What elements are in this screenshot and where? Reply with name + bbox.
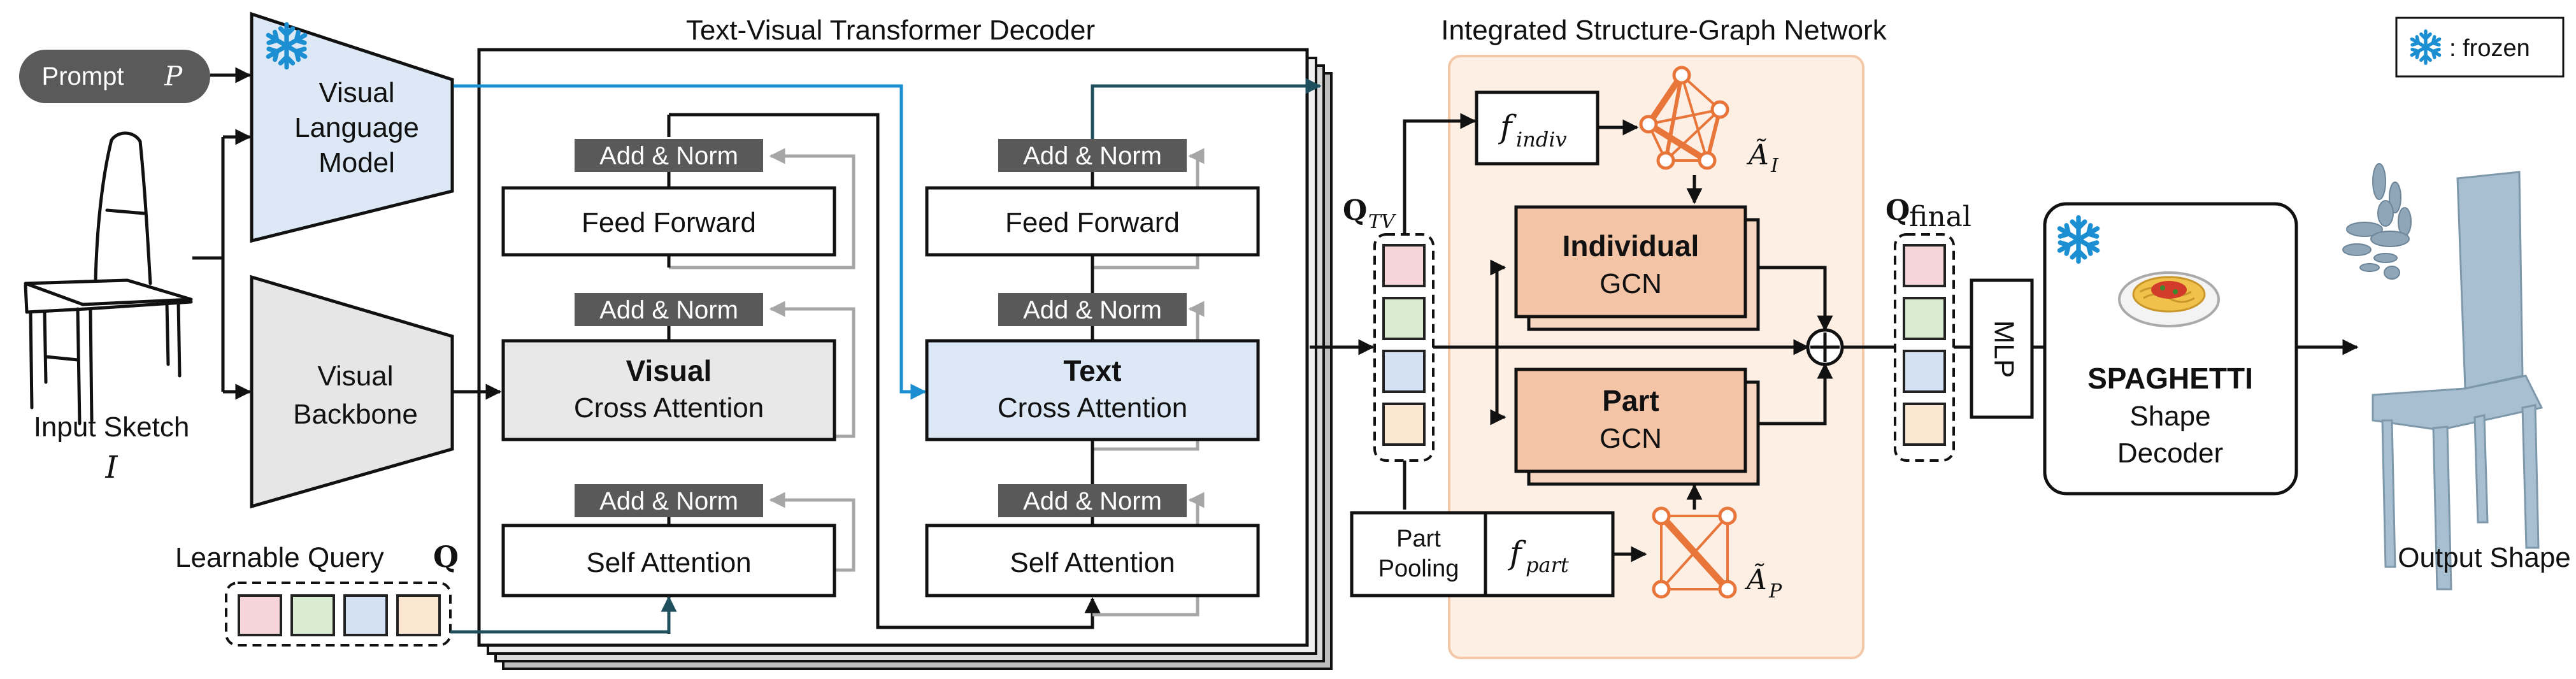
svg-text:Shape: Shape bbox=[2129, 401, 2210, 432]
svg-text:Cross Attention: Cross Attention bbox=[574, 392, 764, 424]
part-graph bbox=[1652, 506, 1737, 599]
svg-text:Model: Model bbox=[318, 147, 395, 178]
prompt-label: Prompt bbox=[42, 62, 124, 90]
add-norm-visual-1 bbox=[575, 484, 763, 517]
f-part-box: f part bbox=[1484, 511, 1615, 597]
output-label: Output Shape bbox=[2398, 542, 2571, 573]
f-indiv-box: f indiv bbox=[1475, 90, 1599, 166]
self-attention-visual bbox=[501, 524, 836, 597]
a-part: Ã bbox=[1744, 562, 1767, 596]
spaghetti-decoder: SPAGHETTI Shape Decoder bbox=[2043, 202, 2298, 496]
svg-text:Add & Norm: Add & Norm bbox=[599, 487, 738, 515]
individual-gcn: Individual GCN bbox=[1514, 205, 1760, 331]
svg-text:Visual: Visual bbox=[317, 361, 393, 392]
svg-text:Feed Forward: Feed Forward bbox=[582, 207, 756, 238]
svg-text:Cross Attention: Cross Attention bbox=[998, 392, 1187, 424]
learnable-query-symbol: Q bbox=[433, 540, 459, 574]
q-tv-sub: TV bbox=[1368, 211, 1397, 233]
feed-forward-visual bbox=[501, 186, 836, 257]
learnable-query-tokens bbox=[225, 582, 452, 647]
prompt-var: P bbox=[164, 61, 183, 92]
visual-decoder-column: Self Attention Add & Norm Visual Cross A… bbox=[501, 115, 855, 634]
mlp-box: MLP bbox=[1970, 278, 2034, 419]
svg-text:Pooling: Pooling bbox=[1378, 555, 1459, 582]
input-symbol: I bbox=[105, 450, 118, 485]
text-cross-attention bbox=[925, 339, 1260, 441]
add-norm-text-2 bbox=[998, 293, 1187, 326]
svg-text:Language: Language bbox=[294, 112, 419, 143]
q-tv-symbol: Q bbox=[1343, 194, 1367, 227]
svg-text:Add & Norm: Add & Norm bbox=[1023, 296, 1162, 324]
svg-text:MLP: MLP bbox=[1988, 320, 2019, 378]
svg-text:indiv: indiv bbox=[1516, 127, 1567, 152]
svg-text:SPAGHETTI: SPAGHETTI bbox=[2087, 362, 2253, 395]
feed-forward-text bbox=[925, 186, 1260, 257]
svg-text:Visual: Visual bbox=[318, 77, 394, 108]
svg-text:Text: Text bbox=[1063, 354, 1121, 387]
q-final-sub: final bbox=[1909, 201, 1971, 233]
visual-language-model: Visual Language Model bbox=[250, 11, 454, 243]
q-final-symbol: Q bbox=[1885, 194, 1910, 227]
part-gcn: Part GCN bbox=[1514, 368, 1760, 486]
add-norm-text-3 bbox=[998, 139, 1187, 172]
legend-label: : frozen bbox=[2449, 35, 2530, 62]
part-pooling-box: Part Pooling bbox=[1350, 511, 1487, 597]
input-title: Input Sketch bbox=[34, 411, 190, 443]
svg-text:Add & Norm: Add & Norm bbox=[599, 296, 738, 324]
svg-text:Part: Part bbox=[1602, 384, 1659, 417]
spaghetti-icon bbox=[2118, 271, 2220, 327]
svg-text:Feed Forward: Feed Forward bbox=[1005, 207, 1180, 238]
svg-text:Self Attention: Self Attention bbox=[1010, 547, 1175, 578]
decoder-title: Text-Visual Transformer Decoder bbox=[686, 15, 1095, 46]
self-attention-text bbox=[925, 524, 1260, 597]
a-indiv-sub: I bbox=[1770, 155, 1779, 177]
svg-text:Backbone: Backbone bbox=[293, 399, 418, 430]
add-norm-text-1 bbox=[998, 484, 1187, 517]
q-final-tokens bbox=[1894, 233, 1955, 462]
add-norm-visual-3 bbox=[575, 139, 763, 172]
chair-sketch bbox=[24, 131, 193, 425]
learnable-query-label: Learnable Query bbox=[175, 542, 384, 573]
svg-text:Visual: Visual bbox=[626, 354, 712, 387]
a-part-sub: P bbox=[1768, 580, 1782, 603]
svg-text:part: part bbox=[1526, 553, 1569, 577]
svg-text:GCN: GCN bbox=[1599, 268, 1662, 299]
visual-backbone: Visual Backbone bbox=[250, 275, 454, 509]
svg-text:Add & Norm: Add & Norm bbox=[1023, 487, 1162, 515]
a-indiv: Ã bbox=[1746, 138, 1769, 171]
svg-text:Self Attention: Self Attention bbox=[586, 547, 751, 578]
svg-text:Part: Part bbox=[1396, 525, 1441, 552]
prompt-pill: Prompt P bbox=[19, 50, 210, 103]
text-decoder-column: Self Attention Add & Norm Text Cross Att… bbox=[925, 139, 1260, 617]
graph-title: Integrated Structure-Graph Network bbox=[1441, 15, 1887, 46]
svg-text:Add & Norm: Add & Norm bbox=[599, 142, 738, 170]
visual-cross-attention bbox=[501, 339, 836, 441]
individual-graph bbox=[1639, 66, 1729, 170]
frozen-legend: : frozen bbox=[2395, 17, 2565, 78]
q-tv-tokens bbox=[1373, 233, 1435, 462]
svg-text:Decoder: Decoder bbox=[2117, 438, 2223, 469]
svg-text:GCN: GCN bbox=[1599, 423, 1662, 454]
svg-text:Add & Norm: Add & Norm bbox=[1023, 142, 1162, 170]
sum-node bbox=[1806, 328, 1844, 366]
svg-text:Individual: Individual bbox=[1563, 229, 1699, 262]
output-shape bbox=[2342, 163, 2544, 590]
add-norm-visual-2 bbox=[575, 293, 763, 326]
